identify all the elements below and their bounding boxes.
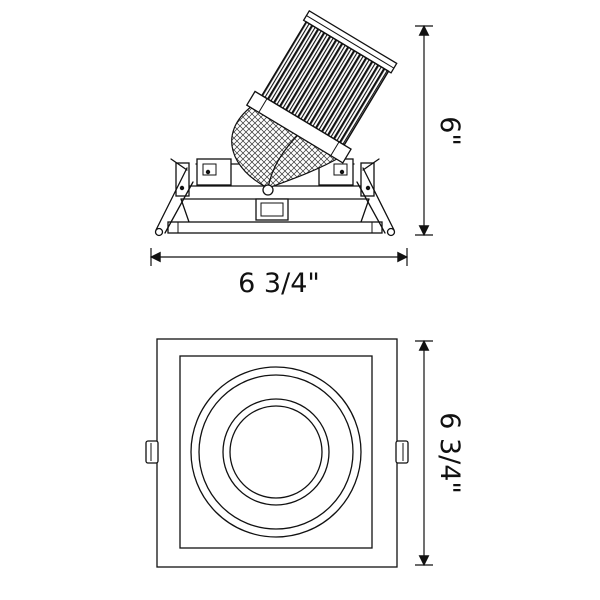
side-view: 6" 6 3/4" [149, 9, 465, 299]
gimbal-rings [190, 366, 362, 538]
front-height-label: 6 3/4" [434, 412, 465, 494]
side-height-label: 6" [434, 116, 465, 146]
side-height-dimension: 6" [415, 24, 465, 237]
spring-clip-left [154, 158, 194, 237]
side-width-label: 6 3/4" [238, 268, 320, 299]
clip-left [145, 440, 159, 464]
gimbal-pivot [262, 184, 274, 196]
lamp-heatsink [245, 9, 398, 164]
front-view: 6 3/4" [145, 338, 465, 568]
spring-clip-right [356, 158, 396, 237]
front-height-dimension: 6 3/4" [415, 339, 465, 567]
side-width-dimension: 6 3/4" [149, 248, 409, 299]
clip-right [395, 440, 409, 464]
